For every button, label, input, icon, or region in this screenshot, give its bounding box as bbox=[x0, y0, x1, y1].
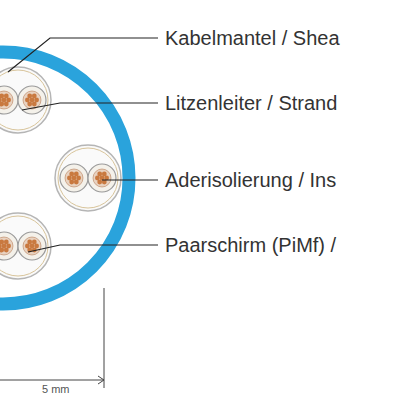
part-label: Kabelmantel / Shea bbox=[165, 26, 340, 50]
leader-line bbox=[8, 38, 158, 252]
shielded-pair bbox=[55, 145, 121, 211]
cable-sheath bbox=[0, 52, 129, 304]
shielded-pair bbox=[0, 213, 51, 279]
dimension-line bbox=[0, 288, 104, 388]
dimension-label: 5 mm bbox=[40, 383, 72, 396]
part-label: Litzenleiter / Strand bbox=[165, 91, 337, 115]
part-label: Aderisolierung / Ins bbox=[165, 168, 336, 192]
part-label: Paarschirm (PiMf) / bbox=[165, 233, 336, 257]
shielded-pair bbox=[0, 67, 51, 133]
